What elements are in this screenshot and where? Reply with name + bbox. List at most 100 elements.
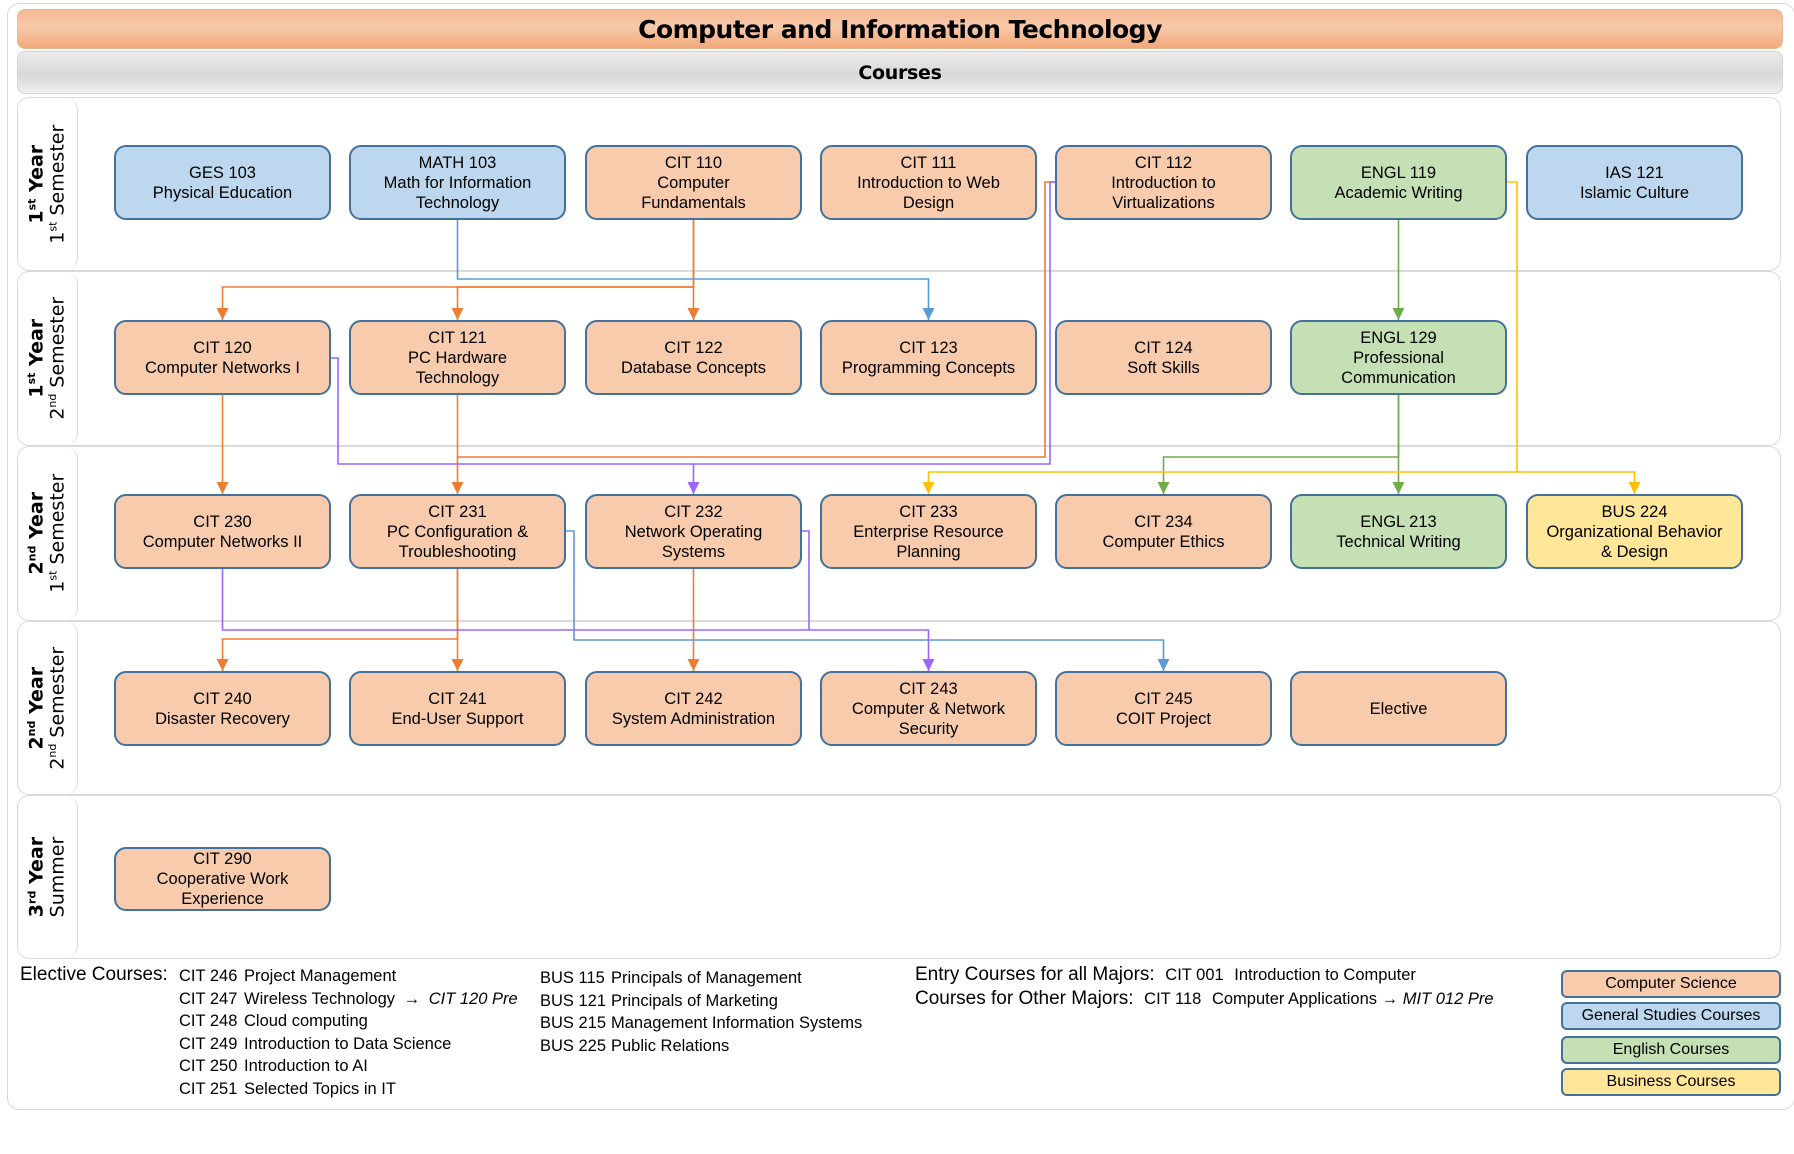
legend-item-cs: Computer Science bbox=[1561, 970, 1781, 998]
course-title-line: Technology bbox=[415, 368, 500, 387]
course-code: CIT 110 bbox=[664, 153, 723, 172]
elective-code: BUS 215 bbox=[540, 1014, 607, 1032]
semester-name: 1st Semester bbox=[46, 474, 69, 593]
course-title-line: Math for Information bbox=[383, 173, 532, 192]
course-title-line: Security bbox=[898, 719, 959, 738]
other-majors-heading: Courses for Other Majors: bbox=[915, 988, 1134, 1009]
legend-item-en: English Courses bbox=[1561, 1036, 1781, 1064]
elective-code: CIT 249 bbox=[179, 1034, 238, 1053]
elective-course: CIT 247 Wireless Technology → CIT 120 Pre bbox=[179, 988, 518, 1011]
course-title-line: Technical Writing bbox=[1336, 532, 1461, 551]
course-title-line: Technology bbox=[415, 193, 500, 212]
course-title-line: Introduction to Web bbox=[857, 173, 1000, 192]
elective-name: Wireless Technology bbox=[244, 989, 396, 1008]
elective-code: CIT 251 bbox=[179, 1079, 238, 1098]
course-code: CIT 234 bbox=[1134, 512, 1193, 531]
course-code: CIT 111 bbox=[900, 153, 957, 172]
course-title-line: Systems bbox=[661, 542, 726, 561]
course-title-line: Troubleshooting bbox=[398, 542, 517, 561]
course-title-line: Design bbox=[902, 193, 955, 212]
course-title-line: Professional bbox=[1353, 348, 1444, 367]
course-code: CIT 123 bbox=[899, 338, 958, 357]
course-code: CIT 231 bbox=[428, 502, 487, 521]
course-elective[interactable]: Elective bbox=[1290, 671, 1507, 746]
page-title: Computer and Information Technology bbox=[17, 9, 1783, 49]
other-majors-courses: Courses for Other Majors: CIT 118 Comput… bbox=[915, 988, 1494, 1010]
course-title-line: Soft Skills bbox=[1127, 358, 1200, 377]
year-label: 3rd Year bbox=[25, 836, 48, 918]
entry-course-code: CIT 001 bbox=[1165, 966, 1224, 984]
arrow-right-icon: → bbox=[399, 989, 425, 1008]
arrow-right-icon: → bbox=[1381, 990, 1399, 1008]
year-suffix: st bbox=[25, 198, 39, 211]
course-title-line: PC Hardware bbox=[407, 348, 508, 367]
elective-code: CIT 247 bbox=[179, 989, 238, 1008]
elective-code: CIT 250 bbox=[179, 1057, 238, 1075]
course-title-line: End-User Support bbox=[391, 709, 524, 728]
elective-prereq: CIT 120 Pre bbox=[428, 989, 518, 1008]
course-title-line: Communication bbox=[1341, 368, 1456, 387]
course-code: BUS 224 bbox=[1601, 502, 1668, 521]
elective-courses-heading: Elective Courses: bbox=[20, 964, 168, 985]
elective-name: Introduction to AI bbox=[244, 1057, 368, 1075]
course-code: CIT 230 bbox=[193, 512, 252, 531]
elective-name: Introduction to Data Science bbox=[244, 1034, 452, 1053]
course-code: ENGL 129 bbox=[1360, 328, 1437, 347]
course-code: ENGL 213 bbox=[1360, 512, 1437, 531]
course-code: ENGL 119 bbox=[1360, 163, 1437, 182]
elective-name: Principals of Marketing bbox=[611, 991, 778, 1010]
course-title-line: Introduction to bbox=[1111, 173, 1216, 192]
course-code: GES 103 bbox=[189, 163, 256, 182]
other-course-prereq: MIT 012 Pre bbox=[1402, 990, 1494, 1008]
semester-suffix: nd bbox=[46, 743, 60, 758]
semester-suffix: nd bbox=[46, 393, 60, 408]
course-title-line: Physical Education bbox=[152, 183, 293, 202]
course-title-line: Programming Concepts bbox=[841, 358, 1016, 377]
course-code: MATH 103 bbox=[418, 153, 497, 172]
legend-item-gs: General Studies Courses bbox=[1561, 1002, 1781, 1030]
semester-name: 1st Semester bbox=[46, 124, 69, 244]
elective-code: CIT 248 bbox=[179, 1012, 238, 1030]
course-title-line: Computer Networks II bbox=[142, 532, 303, 551]
course-code: Elective bbox=[1369, 699, 1428, 718]
elective-name: Management Information Systems bbox=[611, 1014, 863, 1032]
course-title-line: Academic Writing bbox=[1334, 183, 1463, 202]
